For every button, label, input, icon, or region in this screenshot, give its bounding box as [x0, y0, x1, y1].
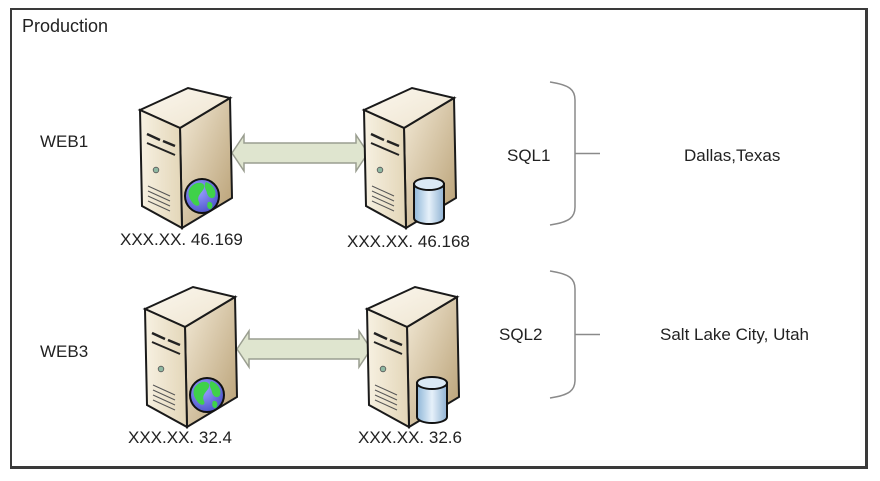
web-server-1 — [137, 86, 234, 230]
web-server-label: WEB1 — [40, 132, 89, 151]
vent-line — [152, 389, 176, 401]
globe-icon — [184, 178, 220, 214]
server-front-face — [143, 307, 189, 429]
database-icon — [413, 177, 445, 225]
power-led — [152, 166, 160, 174]
web-server-label: WEB3 — [40, 342, 89, 361]
sql-server-label: SQL1 — [507, 146, 551, 165]
sql-server-2 — [364, 285, 461, 429]
drive-slot — [151, 341, 181, 355]
vent-line — [371, 190, 395, 202]
database-icon — [416, 376, 448, 424]
diagram-title: Production — [22, 16, 109, 36]
vent-line — [374, 384, 398, 396]
power-led — [376, 166, 384, 174]
vent-line — [371, 195, 395, 207]
server-front-face — [362, 108, 408, 230]
vent-line — [371, 185, 395, 197]
drive-slot — [370, 132, 400, 148]
power-led — [379, 365, 387, 373]
web-server-ip: XXX.XX. 32.4 — [128, 428, 232, 447]
web-server-2 — [142, 285, 239, 429]
server-front-face — [138, 108, 184, 230]
drive-slot — [373, 331, 403, 347]
drive-slot — [146, 132, 176, 148]
location-label: Salt Lake City, Utah — [660, 325, 809, 344]
vent-line — [147, 200, 171, 212]
web-server-ip: XXX.XX. 46.169 — [120, 230, 243, 249]
vent-line — [147, 190, 171, 202]
vent-line — [152, 399, 176, 411]
vent-line — [152, 394, 176, 406]
vent-line — [374, 394, 398, 406]
globe-icon — [189, 377, 225, 413]
vent-line — [152, 384, 176, 396]
drive-slot — [151, 331, 181, 347]
sql-server-ip: XXX.XX. 46.168 — [347, 232, 470, 251]
vent-line — [374, 399, 398, 411]
server-front-face — [365, 307, 411, 429]
sql-server-1 — [361, 86, 458, 230]
production-frame — [10, 8, 868, 469]
vent-line — [147, 185, 171, 197]
power-led — [157, 365, 165, 373]
drive-slot — [370, 142, 400, 156]
group-brace-1 — [549, 81, 576, 226]
drive-slot — [146, 142, 176, 156]
vent-line — [371, 200, 395, 212]
drive-slot — [373, 341, 403, 355]
vent-line — [147, 195, 171, 207]
vent-line — [374, 389, 398, 401]
sql-server-label: SQL2 — [499, 325, 543, 344]
group-brace-2 — [549, 270, 576, 399]
sql-server-ip: XXX.XX. 32.6 — [358, 428, 462, 447]
location-label: Dallas,Texas — [684, 146, 781, 165]
link-arrow-2 — [236, 328, 372, 370]
link-arrow-1 — [231, 132, 369, 174]
